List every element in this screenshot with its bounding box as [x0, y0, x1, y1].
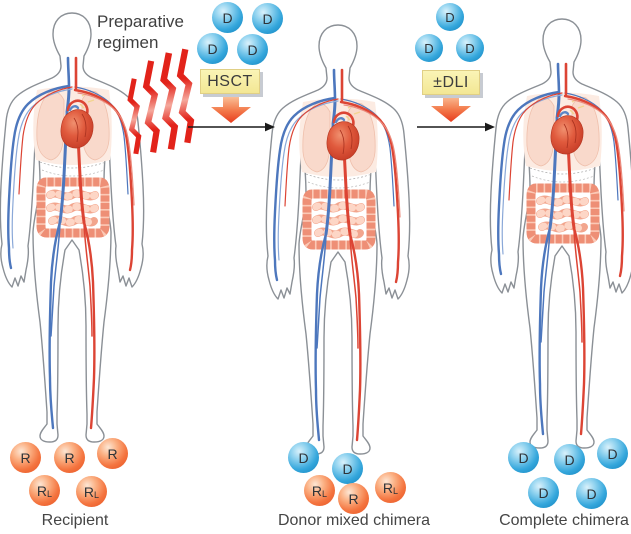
human-figure-complete-chimera [490, 19, 631, 448]
dli-infusion-down-arrow [431, 94, 471, 122]
human-figure-recipient [0, 13, 143, 442]
donor-cell: D [332, 453, 363, 484]
recipient-cell: R [10, 442, 41, 473]
donor-cell: D [197, 33, 228, 64]
human-figure-donor-mixed-chimera [266, 25, 409, 454]
donor-cell: D [597, 438, 628, 469]
recipient-cell: R [97, 438, 128, 469]
caption-complete-chimera: Complete chimera [499, 512, 629, 529]
dli-plate: ±DLI [422, 70, 480, 95]
radiation-bolts-icon [127, 48, 195, 155]
donor-cell: D [212, 2, 243, 33]
donor-cell: D [415, 34, 443, 62]
hsct-plate: HSCT [200, 69, 260, 94]
donor-cell: D [288, 442, 319, 473]
donor-cell: D [456, 34, 484, 62]
caption-donor-mixed-chimera: Donor mixed chimera [277, 512, 431, 529]
preparative-regimen-label: Preparative regimen [97, 11, 184, 53]
hsct-plate-label: HSCT [207, 72, 253, 90]
donor-cell: D [528, 477, 559, 508]
donor-cell: D [252, 3, 283, 34]
donor-cell: D [436, 3, 464, 31]
donor-cell: D [237, 34, 268, 65]
transition-arrow-2 [417, 122, 495, 132]
preparative-regimen-line1: Preparative [97, 12, 184, 31]
caption-recipient: Recipient [41, 512, 109, 529]
donor-cell: D [576, 478, 607, 509]
dli-plate-label: ±DLI [433, 73, 469, 91]
hsct-infusion-down-arrow [211, 95, 251, 123]
recipient-cell: R [54, 442, 85, 473]
donor-cell: D [508, 442, 539, 473]
recipient-cell: R [338, 483, 369, 514]
transition-arrow-1 [188, 122, 275, 132]
donor-cell: D [554, 444, 585, 475]
preparative-regimen-line2: regimen [97, 33, 159, 52]
